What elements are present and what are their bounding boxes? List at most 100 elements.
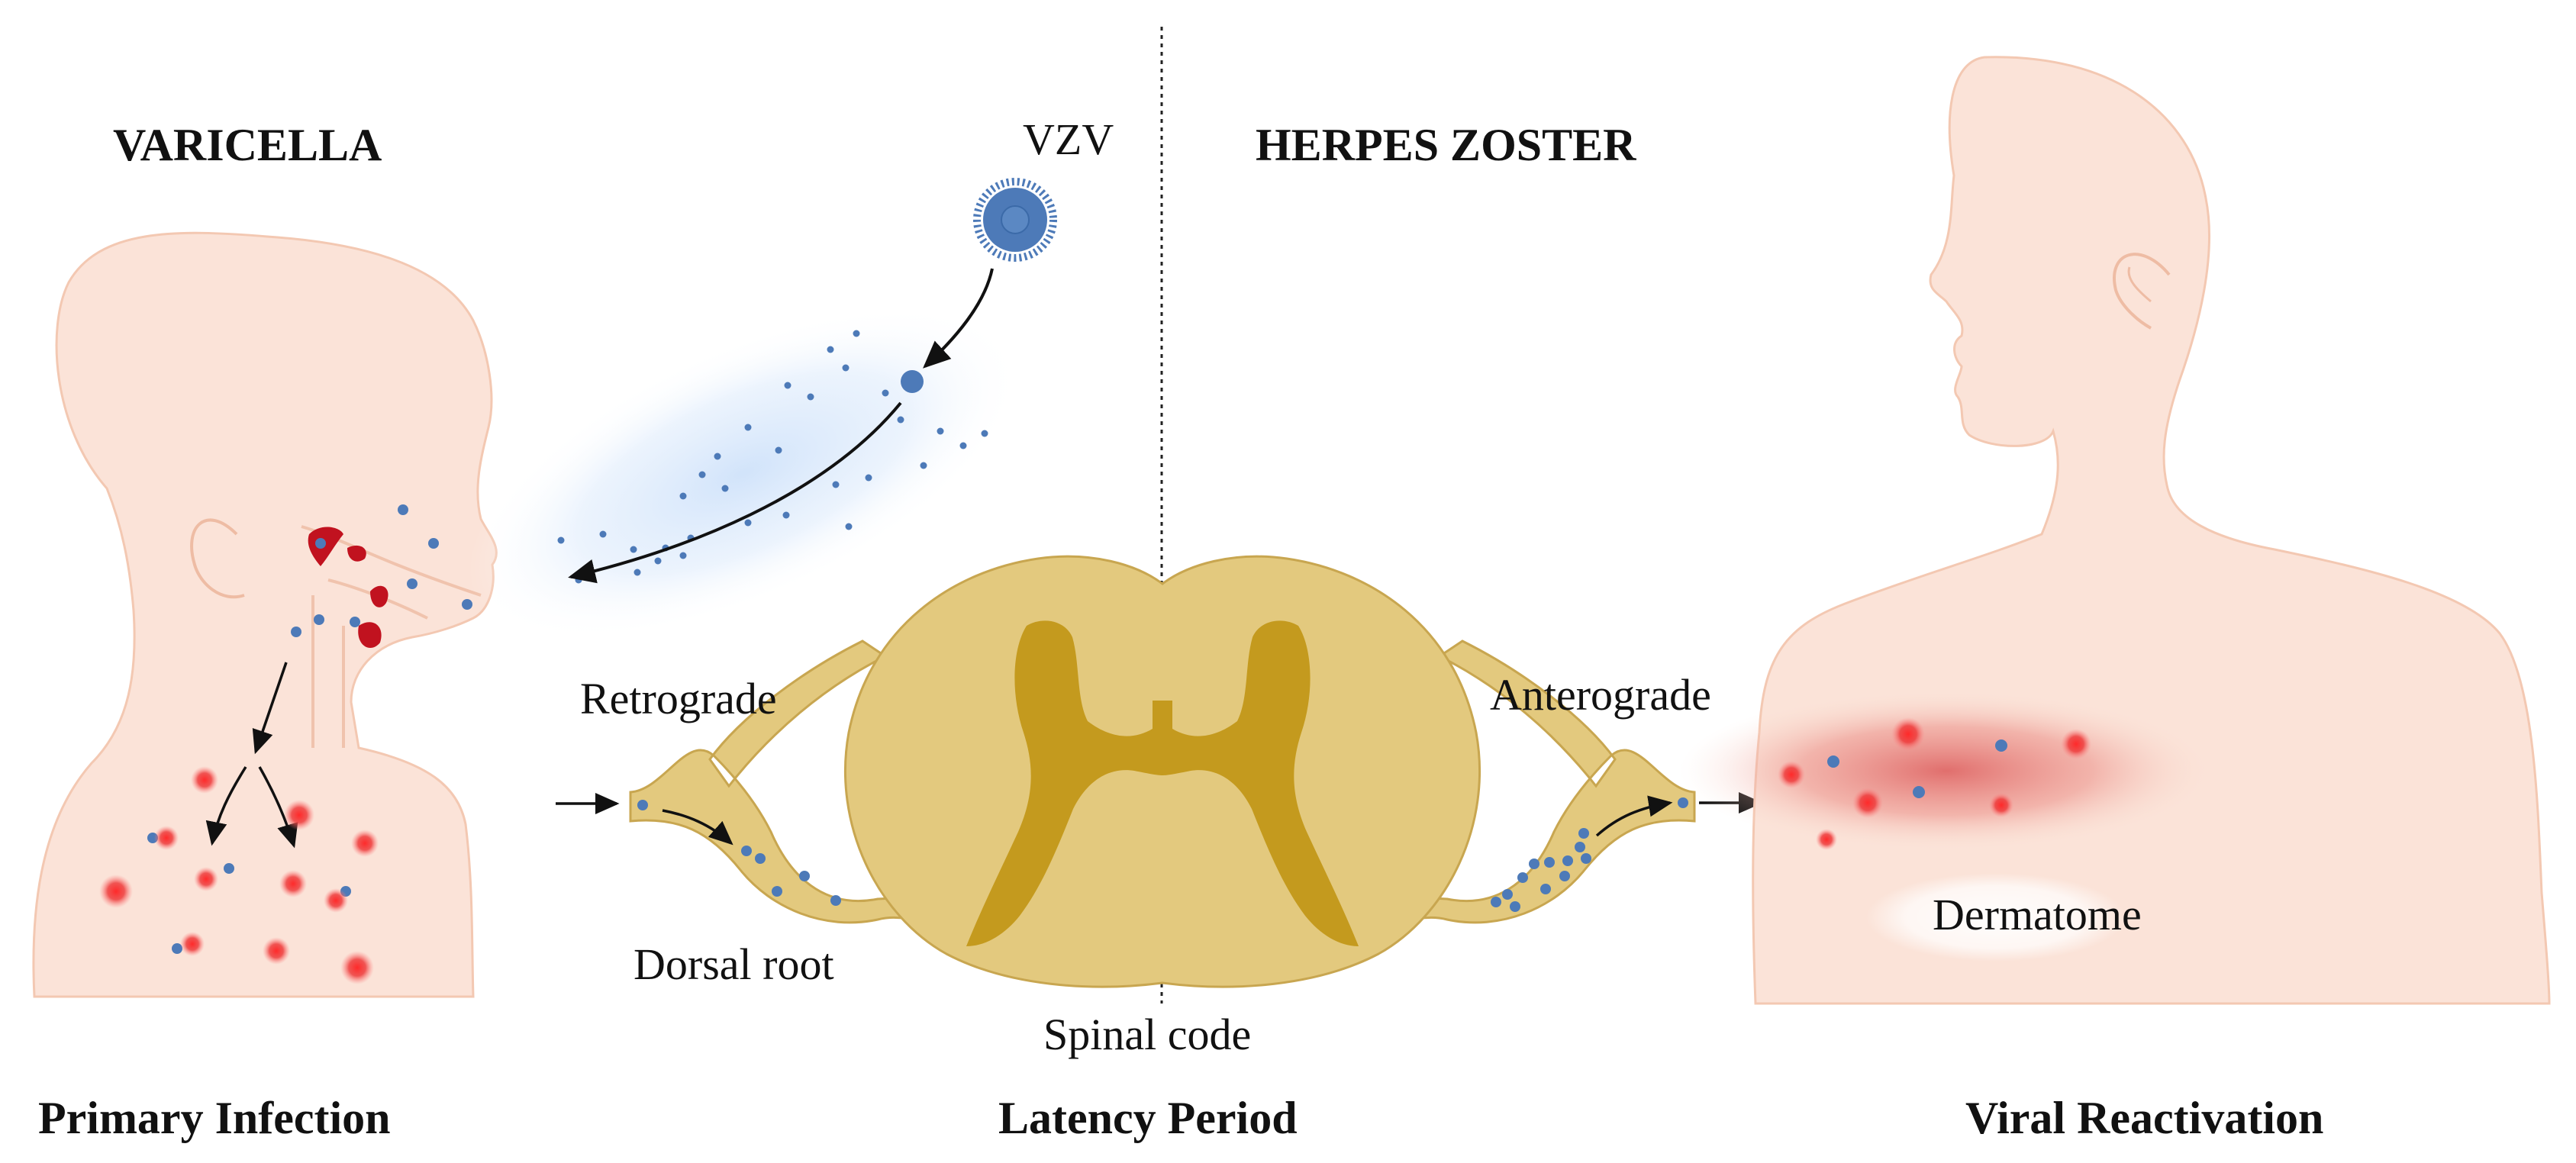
arrow — [662, 809, 733, 846]
droplet — [807, 393, 814, 401]
lesion — [279, 870, 307, 897]
arrow — [1595, 795, 1673, 837]
droplet — [575, 576, 582, 584]
airborne-virion — [901, 370, 924, 393]
virion — [462, 599, 472, 610]
virion — [1540, 884, 1551, 894]
lesion — [1989, 793, 2013, 817]
vzv-virion-icon — [973, 178, 1057, 262]
virion — [1510, 901, 1520, 912]
lesion — [351, 830, 379, 857]
droplet — [981, 430, 988, 437]
adult-body — [1752, 56, 2551, 1005]
droplet — [832, 481, 840, 488]
virion — [1491, 897, 1501, 907]
droplet — [599, 530, 607, 538]
virion — [350, 617, 360, 627]
virion — [398, 504, 408, 515]
droplet — [827, 346, 834, 353]
rash-area — [1679, 691, 2213, 851]
virion — [1827, 755, 1839, 768]
lesion — [154, 826, 179, 850]
droplet — [853, 330, 860, 337]
droplet — [634, 569, 641, 576]
dorsal-root-label: Dorsal root — [634, 939, 834, 989]
retrograde-label: Retrograde — [580, 674, 777, 723]
blood-spot — [370, 585, 388, 607]
virion — [1502, 889, 1513, 900]
rash-virions — [1827, 739, 2007, 798]
lesion — [1778, 761, 1805, 788]
blood-spot — [347, 545, 366, 562]
child-body — [32, 231, 498, 998]
virion-core — [1001, 205, 1030, 234]
virion — [291, 627, 301, 637]
stage-latency-period: Latency Period — [998, 1093, 1298, 1143]
spinal-cord — [629, 555, 1696, 988]
virion — [1559, 871, 1570, 881]
droplet — [679, 492, 687, 500]
droplet — [744, 519, 752, 527]
droplet — [897, 416, 904, 424]
spinal-label: Spinal code — [1043, 1010, 1251, 1059]
virion — [799, 871, 810, 881]
mucosal-infection — [308, 527, 388, 649]
lesion — [194, 867, 218, 891]
stage-viral-reactivation: Viral Reactivation — [1965, 1093, 2323, 1143]
droplet — [744, 424, 752, 431]
adult-ear — [2113, 253, 2171, 330]
droplet — [714, 453, 721, 460]
virion — [741, 846, 752, 856]
blood-spot — [308, 527, 343, 566]
droplet — [845, 523, 853, 530]
virion-spikes — [973, 178, 1057, 262]
transmission-arrows — [568, 268, 994, 584]
dermatome-label: Dermatome — [1933, 890, 2142, 939]
virion — [428, 538, 439, 549]
droplet — [775, 446, 782, 454]
child-ear — [190, 518, 245, 599]
lesion — [191, 766, 218, 794]
virion — [315, 538, 326, 549]
droplet — [784, 382, 791, 389]
virion — [172, 943, 182, 954]
virion — [1581, 853, 1591, 864]
droplet — [721, 485, 729, 492]
droplet — [865, 474, 872, 482]
droplet — [557, 536, 565, 544]
child-virions — [147, 504, 472, 954]
lesion — [2061, 729, 2091, 759]
lesion — [1816, 829, 1837, 850]
virion — [314, 614, 324, 625]
lesion — [180, 932, 205, 956]
adult-ear-inner — [2127, 266, 2152, 303]
virion — [1575, 842, 1585, 852]
virion — [830, 895, 841, 906]
arrow — [568, 401, 902, 584]
droplet — [782, 511, 790, 519]
virion — [1678, 797, 1688, 808]
droplet — [698, 471, 706, 478]
stage-primary-infection: Primary Infection — [38, 1093, 391, 1143]
systemic-spread-arrows — [205, 662, 298, 849]
lesion — [1891, 717, 1925, 751]
adult-silhouette — [1752, 56, 2551, 1005]
virion — [1995, 739, 2007, 752]
virion — [1544, 857, 1555, 868]
blood-spot — [358, 622, 382, 649]
herpes-zoster-heading: HERPES ZOSTER — [1256, 120, 1636, 170]
virion — [1529, 859, 1539, 869]
droplet — [679, 552, 687, 559]
lesion — [99, 875, 133, 908]
anterograde-label: Anterograde — [1490, 670, 1711, 720]
arrow — [252, 662, 288, 755]
virus-label: VZV — [1023, 114, 1114, 164]
varicella-lesions — [99, 766, 379, 984]
lesion — [324, 888, 348, 913]
droplet — [630, 546, 637, 553]
lesion — [1852, 788, 1883, 818]
droplet — [920, 462, 927, 469]
virion — [1578, 828, 1589, 839]
zoster-lesions — [1778, 717, 2091, 850]
